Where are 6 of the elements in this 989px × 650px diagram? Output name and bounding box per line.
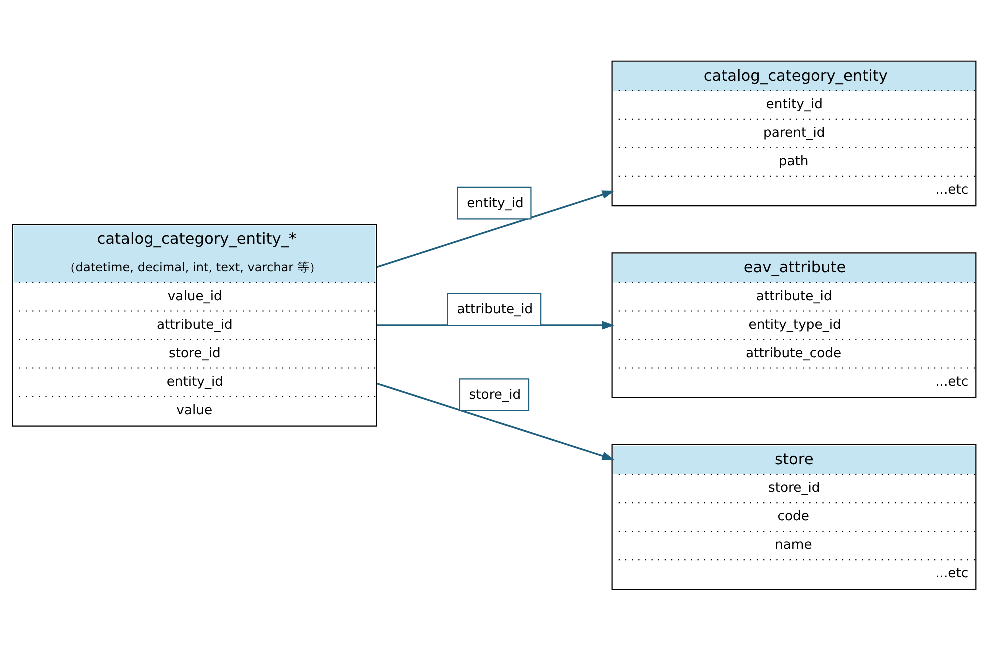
edge-label: entity_id (467, 196, 524, 211)
edge-label: attribute_id (457, 302, 534, 318)
arrow (376, 190, 615, 268)
edge-label: store_id (469, 388, 522, 403)
arrow (377, 320, 615, 330)
arrow (376, 382, 615, 460)
